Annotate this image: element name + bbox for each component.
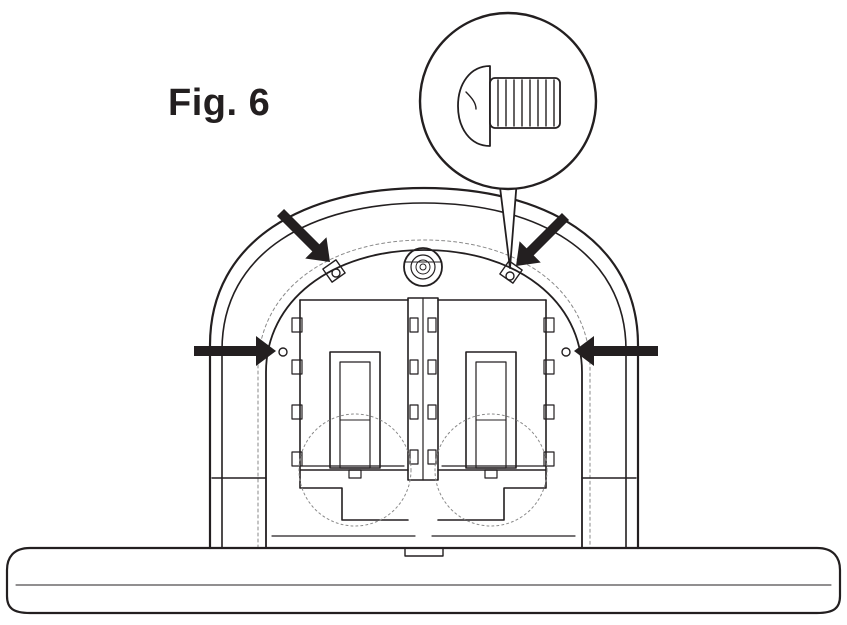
screw-right: [561, 347, 571, 357]
dome-housing: [208, 186, 640, 550]
arrow-top-right: [516, 212, 570, 266]
figure-label: Fig. 6: [168, 82, 271, 124]
screw-callout: [418, 11, 598, 269]
center-divider: [407, 297, 439, 481]
screw-top-left: [322, 259, 346, 283]
arrow-top-left: [276, 208, 330, 262]
screw-top-right: [499, 260, 523, 284]
top-knob: [403, 247, 443, 287]
base-plate: [5, 546, 842, 615]
arrow-left: [194, 336, 276, 366]
left-battery-bay: [291, 299, 412, 527]
right-battery-bay: [434, 299, 555, 527]
screw-left: [278, 347, 288, 357]
arrow-right: [574, 336, 658, 366]
screw-icon: [457, 65, 561, 147]
